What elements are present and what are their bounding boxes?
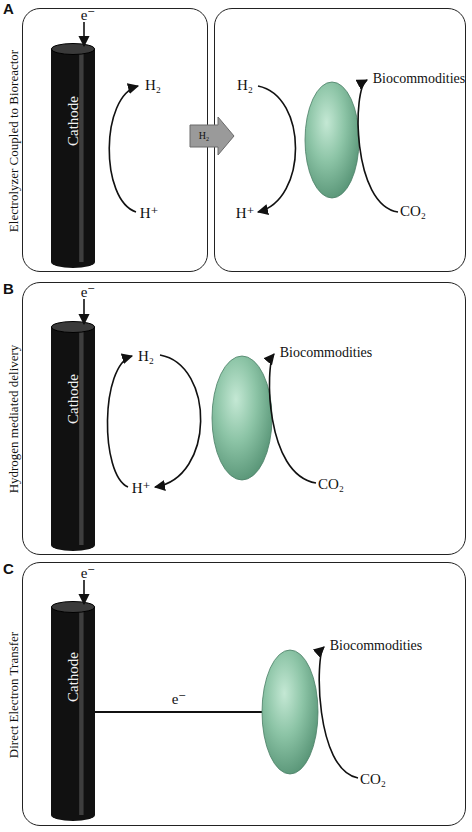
microbe-cell	[212, 356, 272, 480]
panel-heading: Hydrogen mediated delivery	[7, 345, 20, 494]
panel-box: Direct Electron Transfere⁻e⁻Biocommoditi…	[22, 562, 466, 826]
panel-box: Hydrogen mediated deliverye⁻H₂H⁺Biocommo…	[22, 282, 466, 555]
cathode-outline	[51, 321, 95, 551]
electron-wire	[94, 711, 262, 713]
cycle-arrow	[258, 86, 296, 212]
cathode-label: Cathode	[66, 96, 81, 146]
electron-label: e⁻	[172, 692, 187, 707]
panel-heading: Direct Electron Transfer	[7, 632, 20, 758]
species-label: H⁺	[132, 481, 151, 496]
electron-label: e⁻	[81, 566, 96, 581]
product-label: Biocommodities	[280, 346, 373, 360]
species-label: H₂	[237, 78, 253, 93]
cathode-label: Cathode	[66, 652, 81, 702]
panel-letter: A	[3, 1, 14, 16]
electron-arrow	[83, 580, 85, 604]
electron-arrow	[83, 299, 85, 324]
panel-heading: Electrolyzer Coupled to Bioreactor	[7, 50, 20, 232]
conversion-arrow	[319, 647, 358, 778]
cathode-outline	[51, 601, 95, 821]
panel-letter: C	[3, 561, 14, 576]
cathode-cylinder: Cathode	[51, 43, 95, 268]
electron-arrow	[83, 22, 85, 46]
cathode-cylinder: Cathode	[51, 321, 95, 551]
microbe-cell	[262, 650, 318, 774]
species-label: CO₂	[360, 772, 386, 787]
species-label: H⁺	[236, 206, 255, 221]
microbe-cell	[305, 82, 359, 198]
conversion-arrow	[269, 354, 316, 483]
cathode-cylinder: Cathode	[51, 601, 95, 821]
cycle-arrow	[107, 356, 132, 487]
species-label: H₂	[145, 78, 161, 93]
species-label: CO₂	[318, 477, 344, 492]
panel-box: Electrolyzer Coupled to Bioreactore⁻H₂H⁺…	[22, 8, 208, 272]
electron-label: e⁻	[81, 8, 96, 23]
edge-label: H₂	[199, 131, 210, 141]
panel-letter: B	[3, 281, 14, 296]
product-label: Biocommodities	[330, 639, 423, 653]
cathode-outline	[51, 43, 95, 268]
cycle-arrow	[109, 86, 138, 212]
species-label: H⁺	[140, 206, 159, 221]
transfer-block-arrow	[190, 117, 234, 155]
species-label: CO₂	[400, 204, 426, 219]
conversion-arrow	[358, 80, 398, 212]
species-label: H₂	[138, 349, 154, 364]
product-label: Biocommodities	[373, 72, 466, 86]
cathode-label: Cathode	[66, 374, 81, 424]
cycle-arrow	[155, 355, 201, 487]
panel-box: H₂ H⁺ BiocommoditiesCO₂	[214, 8, 466, 272]
electron-label: e⁻	[81, 285, 96, 300]
